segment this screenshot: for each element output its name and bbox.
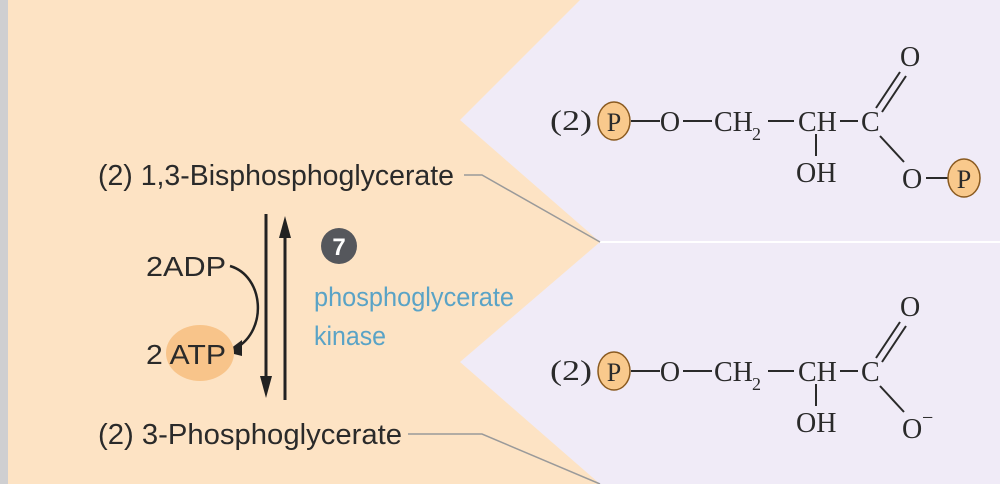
enzyme-name-line1: phosphoglycerate xyxy=(314,282,514,312)
phosphate-circle xyxy=(597,351,631,391)
terminal-phosphate-label: P xyxy=(957,165,971,194)
ch2-subscript: 2 xyxy=(752,374,761,394)
oxygen-atom: O xyxy=(660,357,680,388)
carboxylate-oxygen: O xyxy=(902,414,922,445)
reverse-arrowhead xyxy=(279,216,291,238)
atp-label: 2 ATP xyxy=(146,339,226,370)
methylene-group: CH xyxy=(714,357,753,388)
carbonyl-oxygen: O xyxy=(900,42,920,73)
atp-highlight xyxy=(166,325,234,381)
negative-charge: − xyxy=(922,407,933,429)
methine-group: CH xyxy=(798,357,837,388)
substrate-connector xyxy=(464,174,601,243)
ester-bond xyxy=(879,135,905,163)
methine-group: CH xyxy=(798,107,837,138)
ch2-subscript: 2 xyxy=(752,124,761,144)
phosphate-label: P xyxy=(607,358,621,387)
enzyme-name-line2: kinase xyxy=(314,321,386,351)
stoichiometry-label: (2) xyxy=(550,106,592,137)
adp-atp-curved-arrow xyxy=(229,264,259,350)
oxygen-atom: O xyxy=(660,107,680,138)
phosphoglycerate-structure: (2) P O CH 2 CH C OH O O − xyxy=(550,292,933,445)
double-bond xyxy=(881,325,907,363)
double-bond xyxy=(881,75,907,113)
double-bond xyxy=(875,321,901,359)
product-name: (2) 3-Phosphoglycerate xyxy=(98,419,402,451)
left-gray-border xyxy=(0,0,8,484)
terminal-phosphate-circle xyxy=(947,158,981,198)
phosphate-circle xyxy=(597,101,631,141)
stoichiometry-label: (2) xyxy=(550,356,592,387)
methylene-group: CH xyxy=(714,107,753,138)
phosphate-label: P xyxy=(607,108,621,137)
ester-oxygen: O xyxy=(902,164,922,195)
double-bond xyxy=(875,71,901,109)
carbonyl-carbon: C xyxy=(861,107,880,138)
carboxylate-bond xyxy=(879,385,905,413)
hydroxyl-group: OH xyxy=(796,158,836,189)
adp-label: 2ADP xyxy=(146,251,226,282)
left-reaction-panel xyxy=(8,0,600,484)
forward-arrowhead xyxy=(260,376,272,398)
product-connector xyxy=(408,433,601,484)
bisphosphoglycerate-structure: (2) P O CH 2 CH C OH O O P xyxy=(550,42,981,198)
carboxyl-carbon: C xyxy=(861,357,880,388)
step-number: 7 xyxy=(332,234,345,261)
substrate-name: (2) 1,3-Bisphosphoglycerate xyxy=(98,160,454,192)
carbonyl-oxygen: O xyxy=(900,292,920,323)
hydroxyl-group: OH xyxy=(796,408,836,439)
step-number-badge xyxy=(321,228,357,264)
